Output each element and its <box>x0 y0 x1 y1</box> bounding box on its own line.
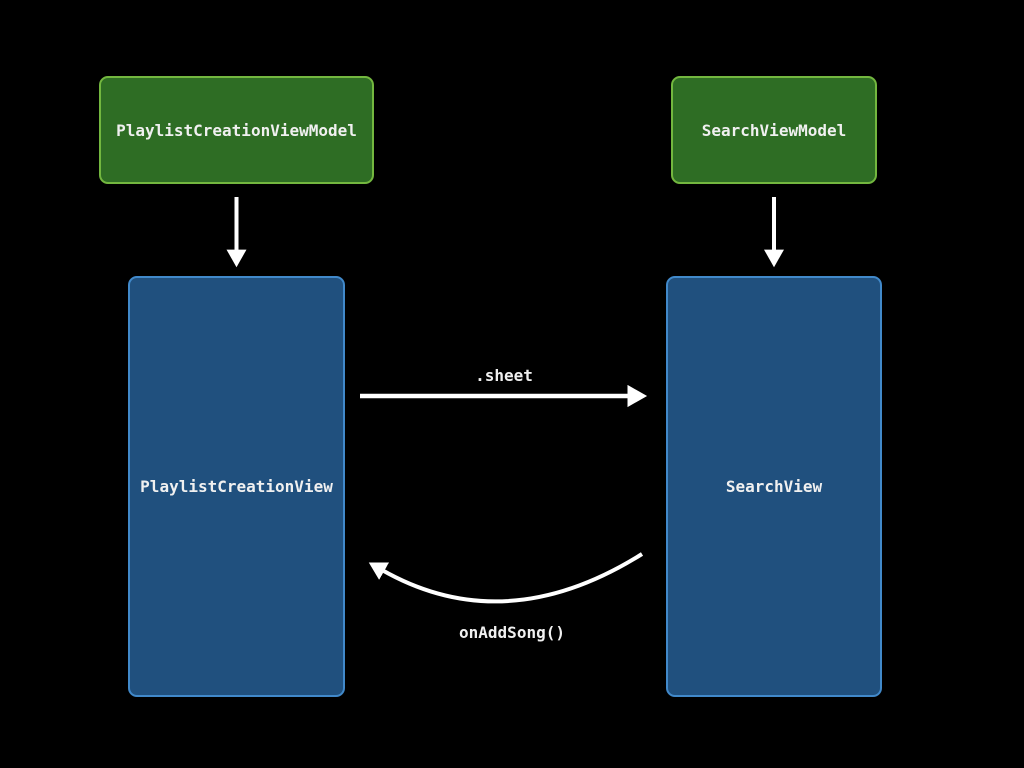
node-playlist-creation-viewmodel: PlaylistCreationViewModel <box>99 76 374 184</box>
node-search-view: SearchView <box>666 276 882 697</box>
arrow-onaddsong <box>368 552 644 604</box>
node-label: SearchView <box>725 477 823 496</box>
node-label: SearchViewModel <box>701 120 847 140</box>
node-label: PlaylistCreationViewModel <box>116 120 357 140</box>
edge-label-sheet: .sheet <box>475 366 533 385</box>
node-search-viewmodel: SearchViewModel <box>671 76 877 184</box>
node-label: PlaylistCreationView <box>140 477 333 496</box>
edge-label-onaddsong: onAddSong() <box>459 623 565 642</box>
node-playlist-creation-view: PlaylistCreationView <box>128 276 345 697</box>
